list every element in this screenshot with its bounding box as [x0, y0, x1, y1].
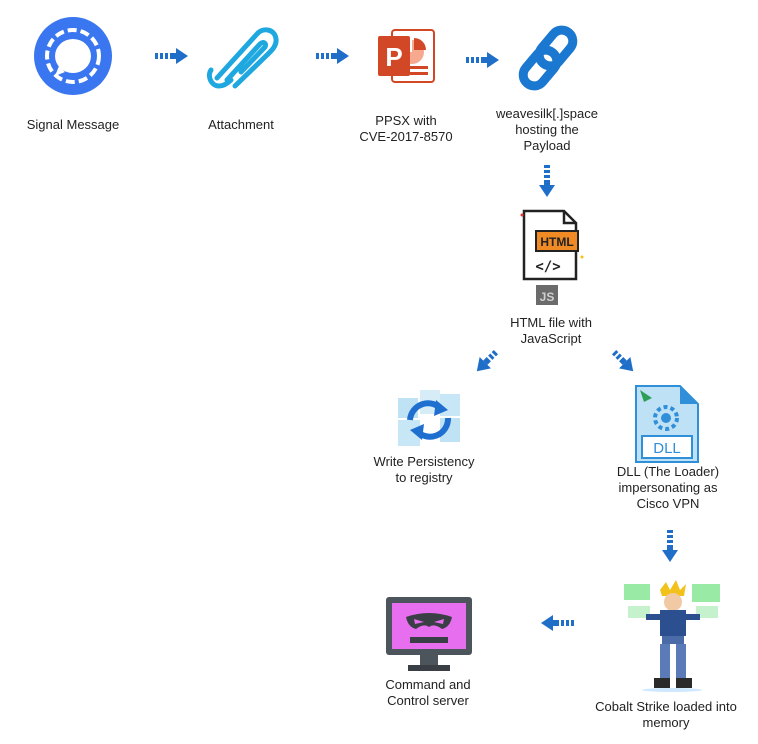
dll-file-icon: DLL	[635, 385, 699, 463]
ppsx-label: PPSX with CVE-2017-8570	[359, 113, 453, 144]
c2-label: Command and Control server	[385, 677, 471, 708]
arrow-cobalt-to-c2	[541, 615, 574, 631]
signal-label: Signal Message	[26, 117, 120, 132]
arrow-signal-to-attachment	[155, 48, 188, 64]
signal-icon	[34, 17, 112, 95]
arrow-dll-to-cobalt	[662, 530, 678, 562]
cobalt-label: Cobalt Strike loaded into memory	[595, 699, 737, 730]
arrow-html-to-persist	[476, 349, 499, 372]
html-file-icon: HTML </> JS	[520, 209, 584, 305]
link-icon	[518, 25, 578, 91]
js-logo-text: JS	[540, 290, 555, 304]
arrow-ppsx-to-link	[466, 52, 499, 68]
masked-monitor-icon	[386, 597, 472, 671]
paperclip-icon	[206, 27, 279, 89]
registry-refresh-icon	[398, 390, 460, 446]
arrow-attachment-to-ppsx	[316, 48, 349, 64]
powerpoint-icon: P	[378, 29, 435, 83]
html-code-text: </>	[535, 259, 560, 275]
dll-tag-text: DLL	[653, 440, 681, 457]
link-label: weavesilk[.]space hosting the Payload	[496, 106, 598, 153]
arrow-link-to-html	[539, 165, 555, 197]
hacker-character-icon	[624, 580, 720, 692]
dll-label: DLL (The Loader) impersonating as Cisco …	[616, 464, 720, 511]
arrow-html-to-dll	[611, 349, 634, 372]
persist-label: Write Persistency to registry	[373, 454, 475, 485]
html-tag-text: HTML	[540, 235, 573, 249]
powerpoint-letter: P	[385, 42, 402, 72]
html-label: HTML file with JavaScript	[510, 315, 592, 346]
attachment-label: Attachment	[208, 117, 274, 132]
